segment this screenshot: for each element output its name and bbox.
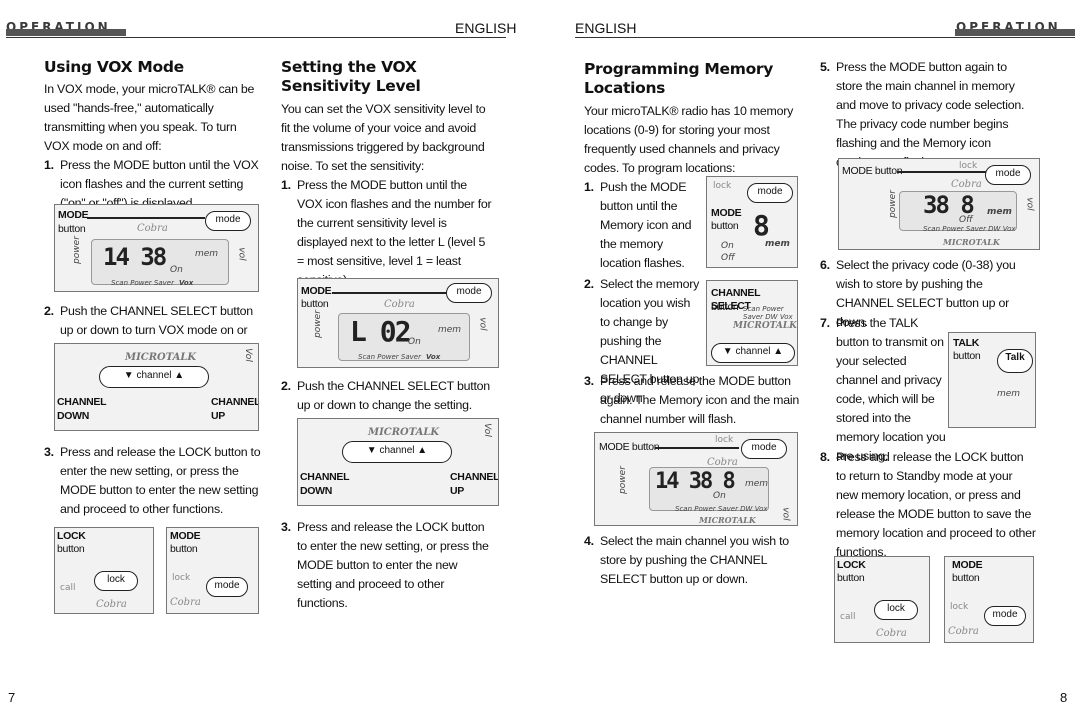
- page-number-right: 8: [1060, 690, 1068, 705]
- sensitivity-display-figure: MODE button mode Cobra L 02 On mem power…: [297, 278, 499, 368]
- channel-select-figure: CHANNEL SELECT button Scan Power Saver D…: [706, 280, 798, 366]
- mode-button-graphic: mode: [205, 211, 251, 231]
- intro-text: You can set the VOX sensitivity level to…: [281, 102, 486, 173]
- step-3: 3.Press and release the LOCK button to e…: [44, 445, 261, 516]
- column-vox-mode: Using VOX Mode In VOX mode, your microTA…: [44, 58, 262, 213]
- column-memory-continued: 5.Press the MODE button again to store t…: [820, 58, 1036, 172]
- header-rule-right: [575, 37, 1075, 38]
- privacy-code-figure: MODE button lock mode Cobra 38 8 Off mem…: [838, 158, 1040, 250]
- section-title-line2: Locations: [584, 79, 666, 97]
- step-4: 4.Select the main channel you wish to st…: [584, 534, 789, 586]
- section-title: Using VOX Mode: [44, 58, 184, 76]
- header-bar-left: [6, 29, 126, 36]
- radio-display-figure: MODE button mode Cobra 14 38 On mem powe…: [54, 204, 259, 292]
- main-channel-figure: MODE button lock mode Cobra 14 38 8 On m…: [594, 432, 798, 526]
- lock-mode-figure: LOCK button MODE button call lock lock m…: [54, 527, 259, 614]
- channel-button-figure: MICROTALK Vol ▼ channel ▲ CHANNEL DOWN C…: [54, 343, 259, 431]
- step-5: 5.Press the MODE button again to store t…: [820, 60, 1025, 169]
- column-programming-memory: Programming Memory Locations Your microT…: [584, 60, 798, 178]
- section-title-line1: Programming Memory: [584, 60, 774, 78]
- step-3: 3.Press and release the MODE button agai…: [584, 374, 800, 426]
- talk-button-figure: TALK button Talk mem: [948, 332, 1036, 428]
- section-title-line2: Sensitivity Level: [281, 77, 421, 95]
- header-bar-right: [955, 29, 1075, 36]
- talk-button-graphic: Talk: [997, 349, 1033, 373]
- step-2: 2.Push the CHANNEL SELECT button up or d…: [281, 379, 490, 412]
- step-6: 6.Select the privacy code (0-38) you wis…: [820, 258, 1016, 329]
- step-2: 2.Select the memory location you wish to…: [584, 277, 700, 405]
- column-vox-sensitivity: Setting the VOX Sensitivity Level You ca…: [281, 58, 493, 290]
- step-7: 7.Press the TALK button to transmit on y…: [820, 316, 946, 463]
- vox-icon: Vox: [179, 279, 194, 287]
- intro-text: Your microTALK® radio has 10 memory loca…: [584, 104, 794, 175]
- step-3: 3.Press and release the LOCK button to e…: [281, 520, 489, 610]
- intro-text: In VOX mode, your microTALK® can be used…: [44, 82, 255, 153]
- language-label-left: ENGLISH: [455, 20, 517, 36]
- header-rule-left: [6, 37, 506, 38]
- step-1: 1.Push the MODE button until the Memory …: [584, 180, 692, 270]
- page-number-left: 7: [8, 690, 16, 705]
- language-label-right: ENGLISH: [575, 20, 637, 36]
- channel-button-graphic: ▼ channel ▲: [99, 366, 209, 388]
- step-8: 8.Press and release the LOCK button to r…: [820, 450, 1036, 559]
- section-title-line1: Setting the VOX: [281, 58, 417, 76]
- lock-button-graphic: lock: [94, 571, 138, 591]
- lock-mode-figure: LOCK button MODE button call lock lock m…: [834, 556, 1034, 643]
- mode-button-graphic: mode: [206, 577, 248, 597]
- step-1: 1.Press the MODE button until the VOX ic…: [281, 178, 492, 287]
- memory-icon-figure: lock mode MODE button 8 mem On Off: [706, 176, 798, 268]
- channel-button-figure: MICROTALK Vol ▼ channel ▲ CHANNEL DOWN C…: [297, 418, 499, 506]
